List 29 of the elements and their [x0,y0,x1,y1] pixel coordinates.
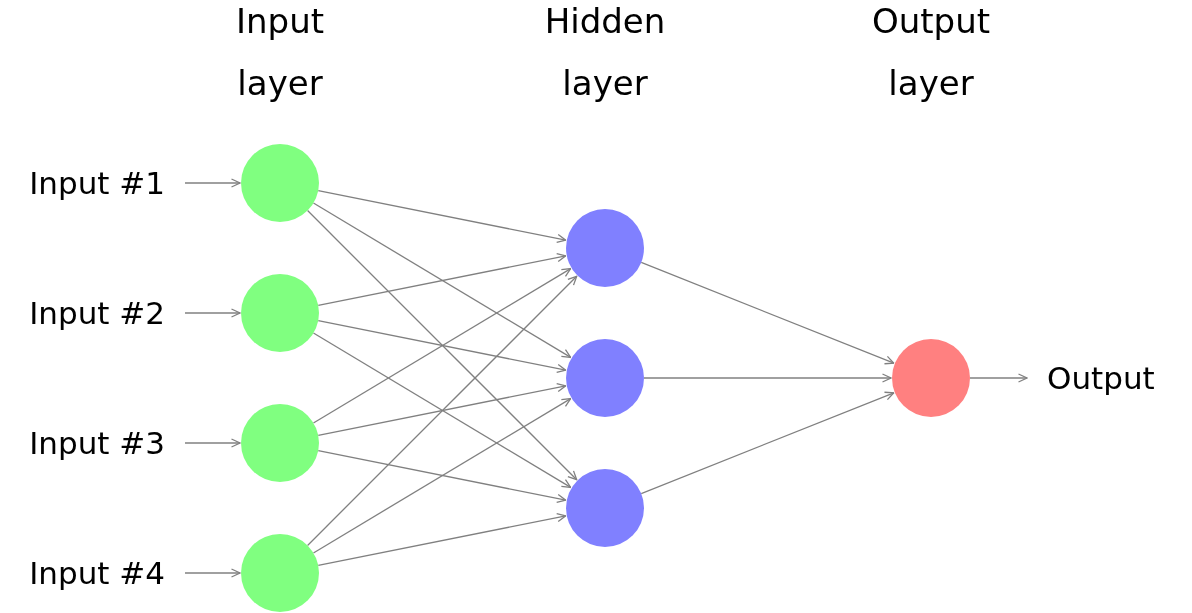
layer-heading: Input layer [234,0,325,105]
arrow [317,190,567,244]
input-label: Input #1 [29,165,165,201]
input-label: Input #4 [29,555,165,591]
arrow [969,373,1028,383]
arrow [184,568,241,578]
input-label: Input #3 [29,425,165,461]
arrow [643,373,892,383]
arrow [184,438,241,448]
arrow [317,252,567,306]
layer-heading: Output layer [870,0,992,105]
arrow [306,209,578,481]
layer-heading: Hidden layer [543,0,667,105]
arrow [317,382,567,436]
arrow [317,320,567,374]
arrow [312,332,572,489]
arrow [640,391,895,495]
output-label: Output [1047,360,1155,396]
arrow [317,512,567,566]
arrow [184,308,241,318]
arrow [312,202,572,359]
arrow [312,397,572,554]
arrow [640,261,895,365]
arrow [317,450,567,504]
input-label: Input #2 [29,295,165,331]
arrow [306,275,578,547]
arrow [312,267,572,424]
neuron-circle [241,534,319,612]
arrow [184,178,241,188]
